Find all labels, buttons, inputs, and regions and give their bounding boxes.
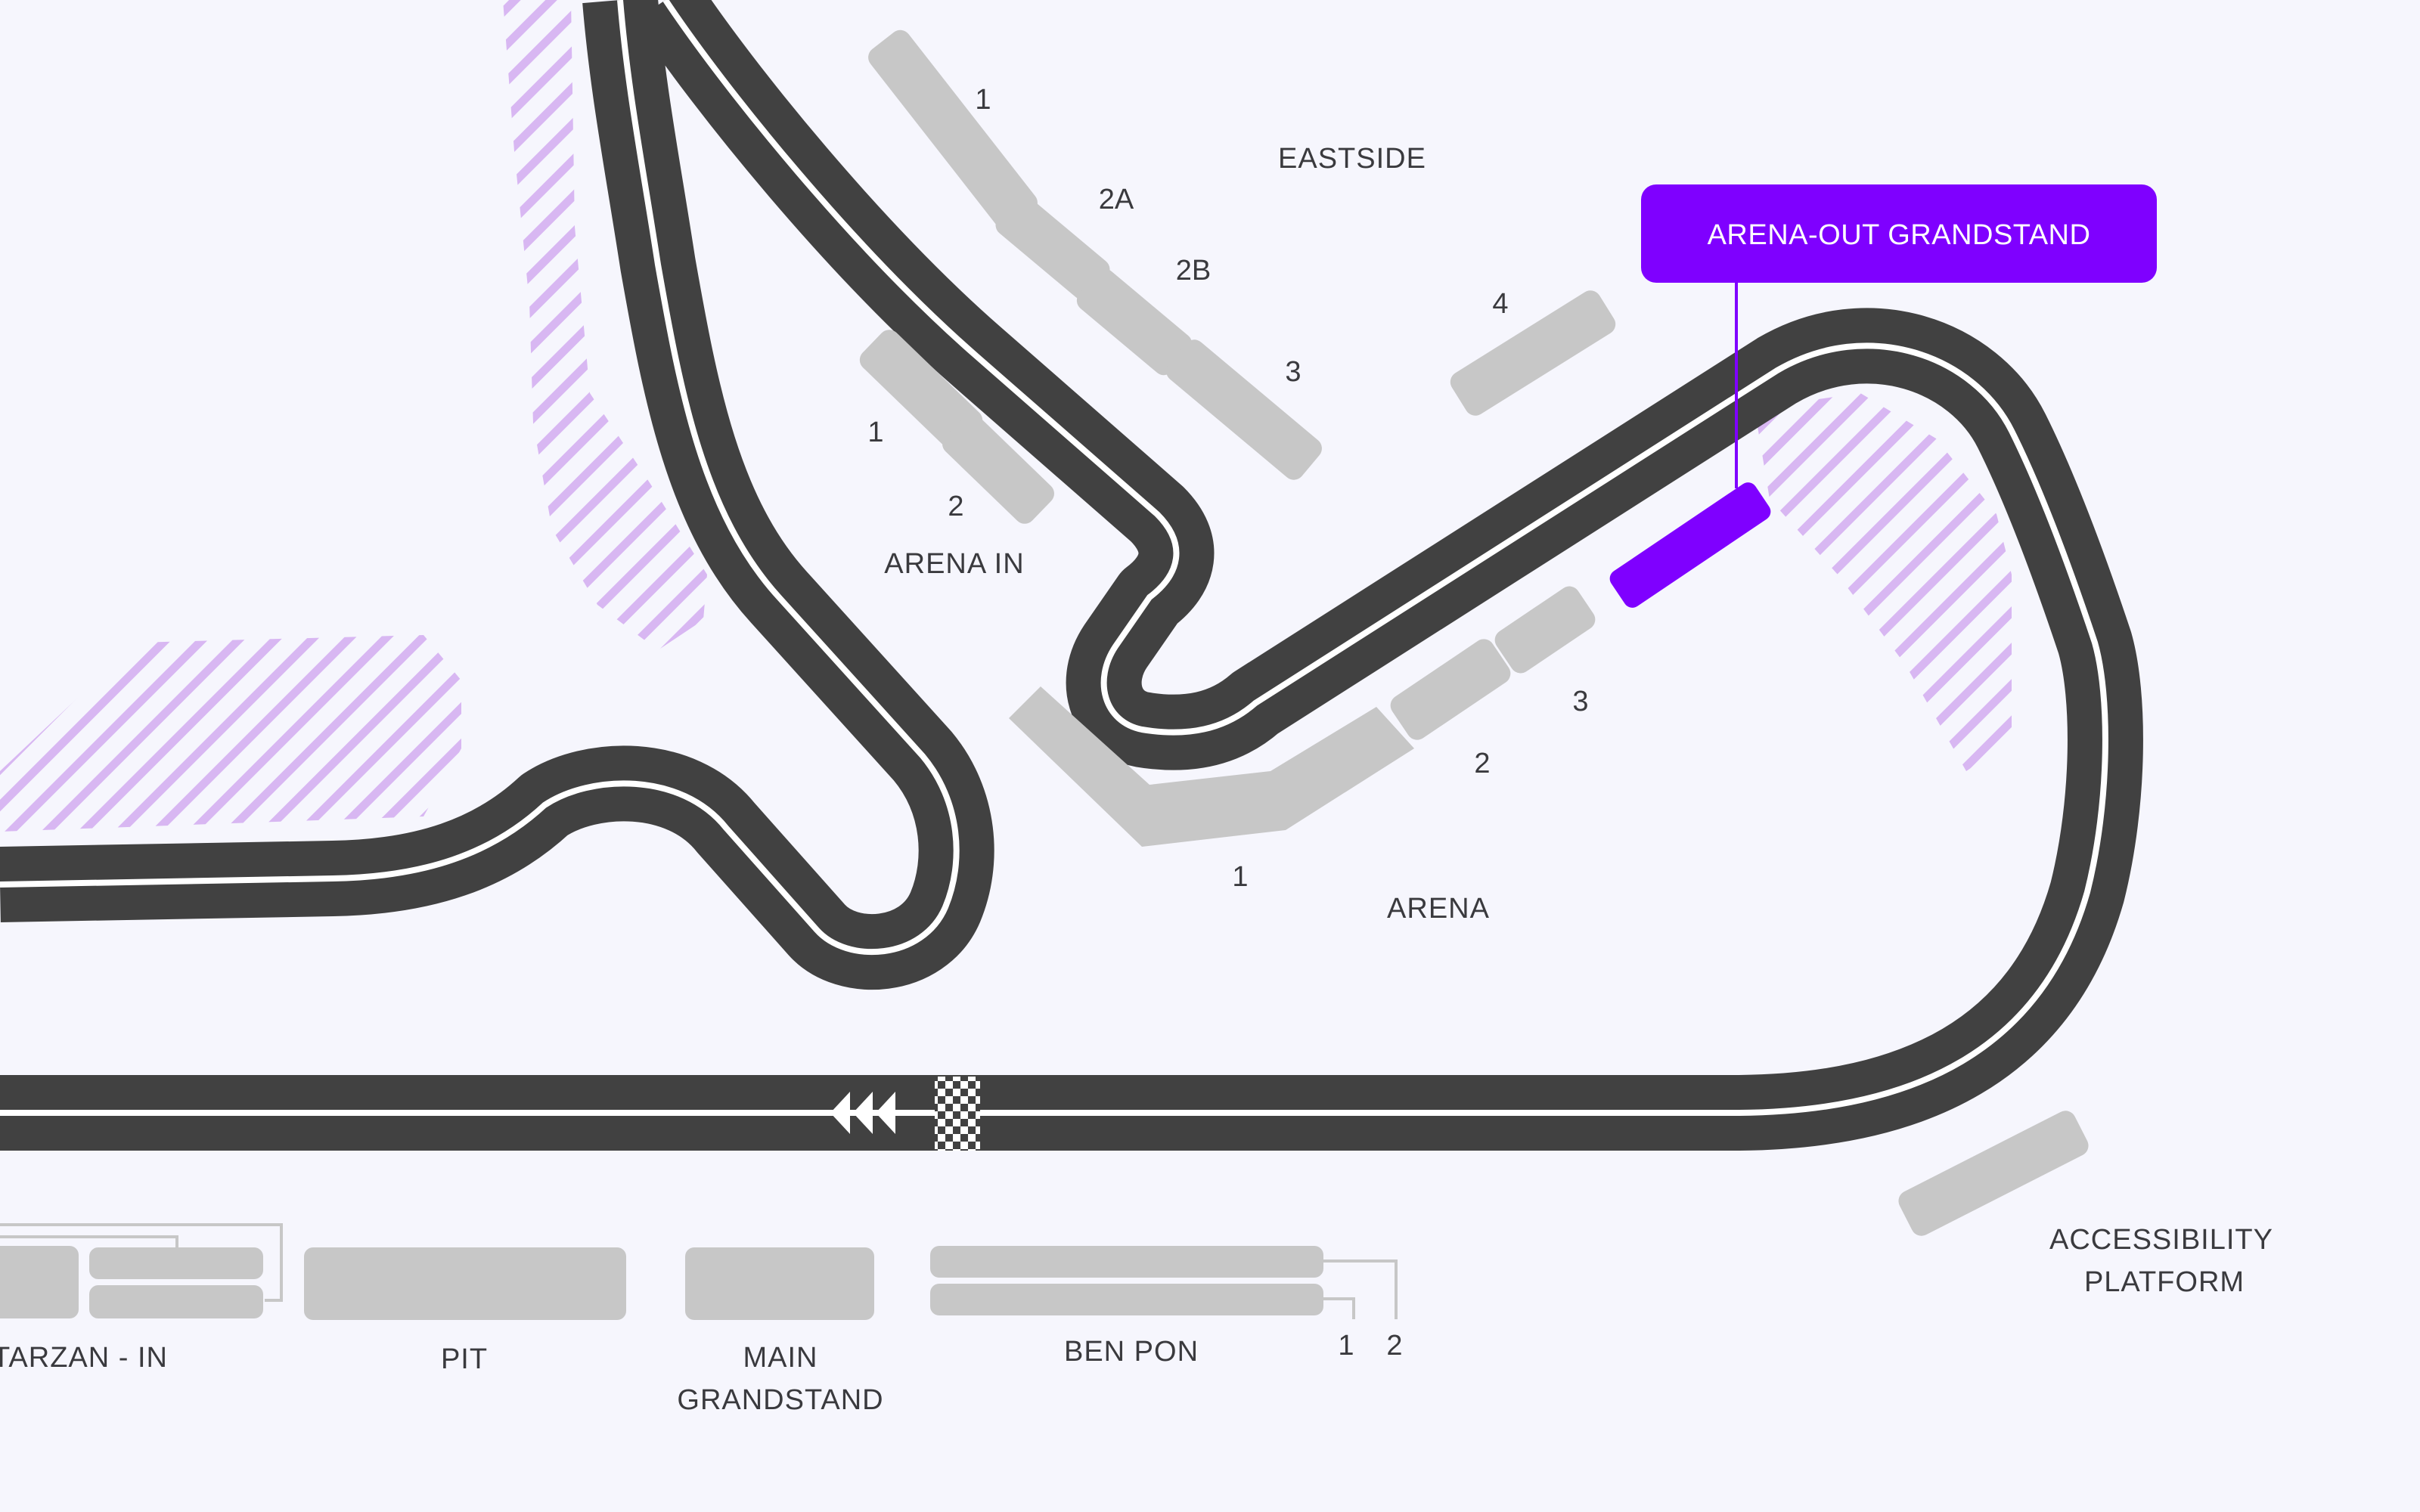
stand-arena-in-2[interactable] xyxy=(938,409,1059,528)
label-ben-pon: BEN PON xyxy=(1064,1336,1199,1368)
stand-main-grandstand[interactable] xyxy=(685,1247,874,1320)
stand-eastside-2b[interactable] xyxy=(1072,265,1196,380)
num-eastside-2a: 2A xyxy=(1099,184,1134,215)
num-arena-1: 1 xyxy=(1232,861,1248,893)
num-arena-in-1: 1 xyxy=(867,417,883,448)
hatched-areas xyxy=(0,0,2012,832)
stand-ben-pon-2[interactable] xyxy=(930,1284,1323,1315)
num-eastside-4: 4 xyxy=(1492,288,1508,320)
num-arena-3: 3 xyxy=(1572,686,1588,717)
label-main: MAIN xyxy=(743,1342,818,1374)
label-platform: PLATFORM xyxy=(2084,1266,2245,1298)
num-eastside-1: 1 xyxy=(975,84,991,116)
stand-arena-1[interactable] xyxy=(1009,686,1414,847)
hatched-area-north xyxy=(503,0,707,650)
stand-arena-in-1[interactable] xyxy=(855,325,987,454)
stand-eastside-1[interactable] xyxy=(864,26,1041,234)
stand-pit[interactable] xyxy=(304,1247,626,1320)
label-accessibility: ACCESSIBILITY xyxy=(2049,1224,2273,1256)
stand-tarzan-in-left[interactable] xyxy=(0,1246,79,1318)
stand-accessibility-platform[interactable] xyxy=(1895,1107,2093,1239)
arena-out-callout[interactable]: ARENA-OUT GRANDSTAND xyxy=(1641,184,2157,488)
ben-pon-bracket xyxy=(1323,1259,1398,1319)
stand-tarzan-in-bottom[interactable] xyxy=(89,1285,263,1318)
eastside-stands xyxy=(864,26,1620,485)
num-arena-2: 2 xyxy=(1474,748,1490,779)
stand-tarzan-in-top[interactable] xyxy=(89,1247,263,1279)
label-arena-in: ARENA IN xyxy=(884,548,1024,580)
callout-label: ARENA-OUT GRANDSTAND xyxy=(1708,219,2091,251)
callout-box xyxy=(1641,184,2157,283)
label-tarzan-in: TARZAN - IN xyxy=(0,1342,168,1374)
stand-arena-3[interactable] xyxy=(1491,582,1599,677)
checkered-flag-icon xyxy=(935,1077,980,1151)
stand-eastside-2a[interactable] xyxy=(991,191,1114,304)
stand-eastside-4[interactable] xyxy=(1447,287,1620,420)
num-ben-pon-2: 2 xyxy=(1386,1330,1402,1362)
label-eastside: EASTSIDE xyxy=(1278,143,1426,175)
arena-in-stands xyxy=(855,325,1059,528)
stand-eastside-3[interactable] xyxy=(1162,336,1326,485)
arena-stands xyxy=(1009,479,1774,847)
race-track xyxy=(0,0,2143,1151)
zone-labels: EASTSIDE ARENA IN ARENA ACCESSIBILITY PL… xyxy=(0,143,2273,1416)
track-center-line xyxy=(0,0,2105,1113)
num-eastside-3: 3 xyxy=(1285,356,1301,388)
hatched-area-east xyxy=(1754,393,2012,771)
stand-arena-out[interactable] xyxy=(1606,479,1774,611)
stand-numbers: 1 2A 2B 3 4 1 2 1 2 3 1 2 xyxy=(867,84,1588,1362)
num-eastside-2b: 2B xyxy=(1176,255,1211,287)
num-ben-pon-1: 1 xyxy=(1338,1330,1354,1362)
stand-ben-pon-1[interactable] xyxy=(930,1246,1323,1278)
num-arena-in-2: 2 xyxy=(948,491,963,522)
track-surface xyxy=(0,0,2143,1151)
label-arena: ARENA xyxy=(1387,893,1490,925)
triple-chevron-left-icon xyxy=(830,1092,895,1134)
label-grandstand: GRANDSTAND xyxy=(677,1384,883,1416)
label-pit: PIT xyxy=(441,1343,488,1375)
hatched-area-left xyxy=(0,635,461,832)
stand-arena-2[interactable] xyxy=(1386,635,1515,744)
tarzan-bracket xyxy=(0,1223,283,1302)
bottom-stands xyxy=(0,1223,1398,1320)
